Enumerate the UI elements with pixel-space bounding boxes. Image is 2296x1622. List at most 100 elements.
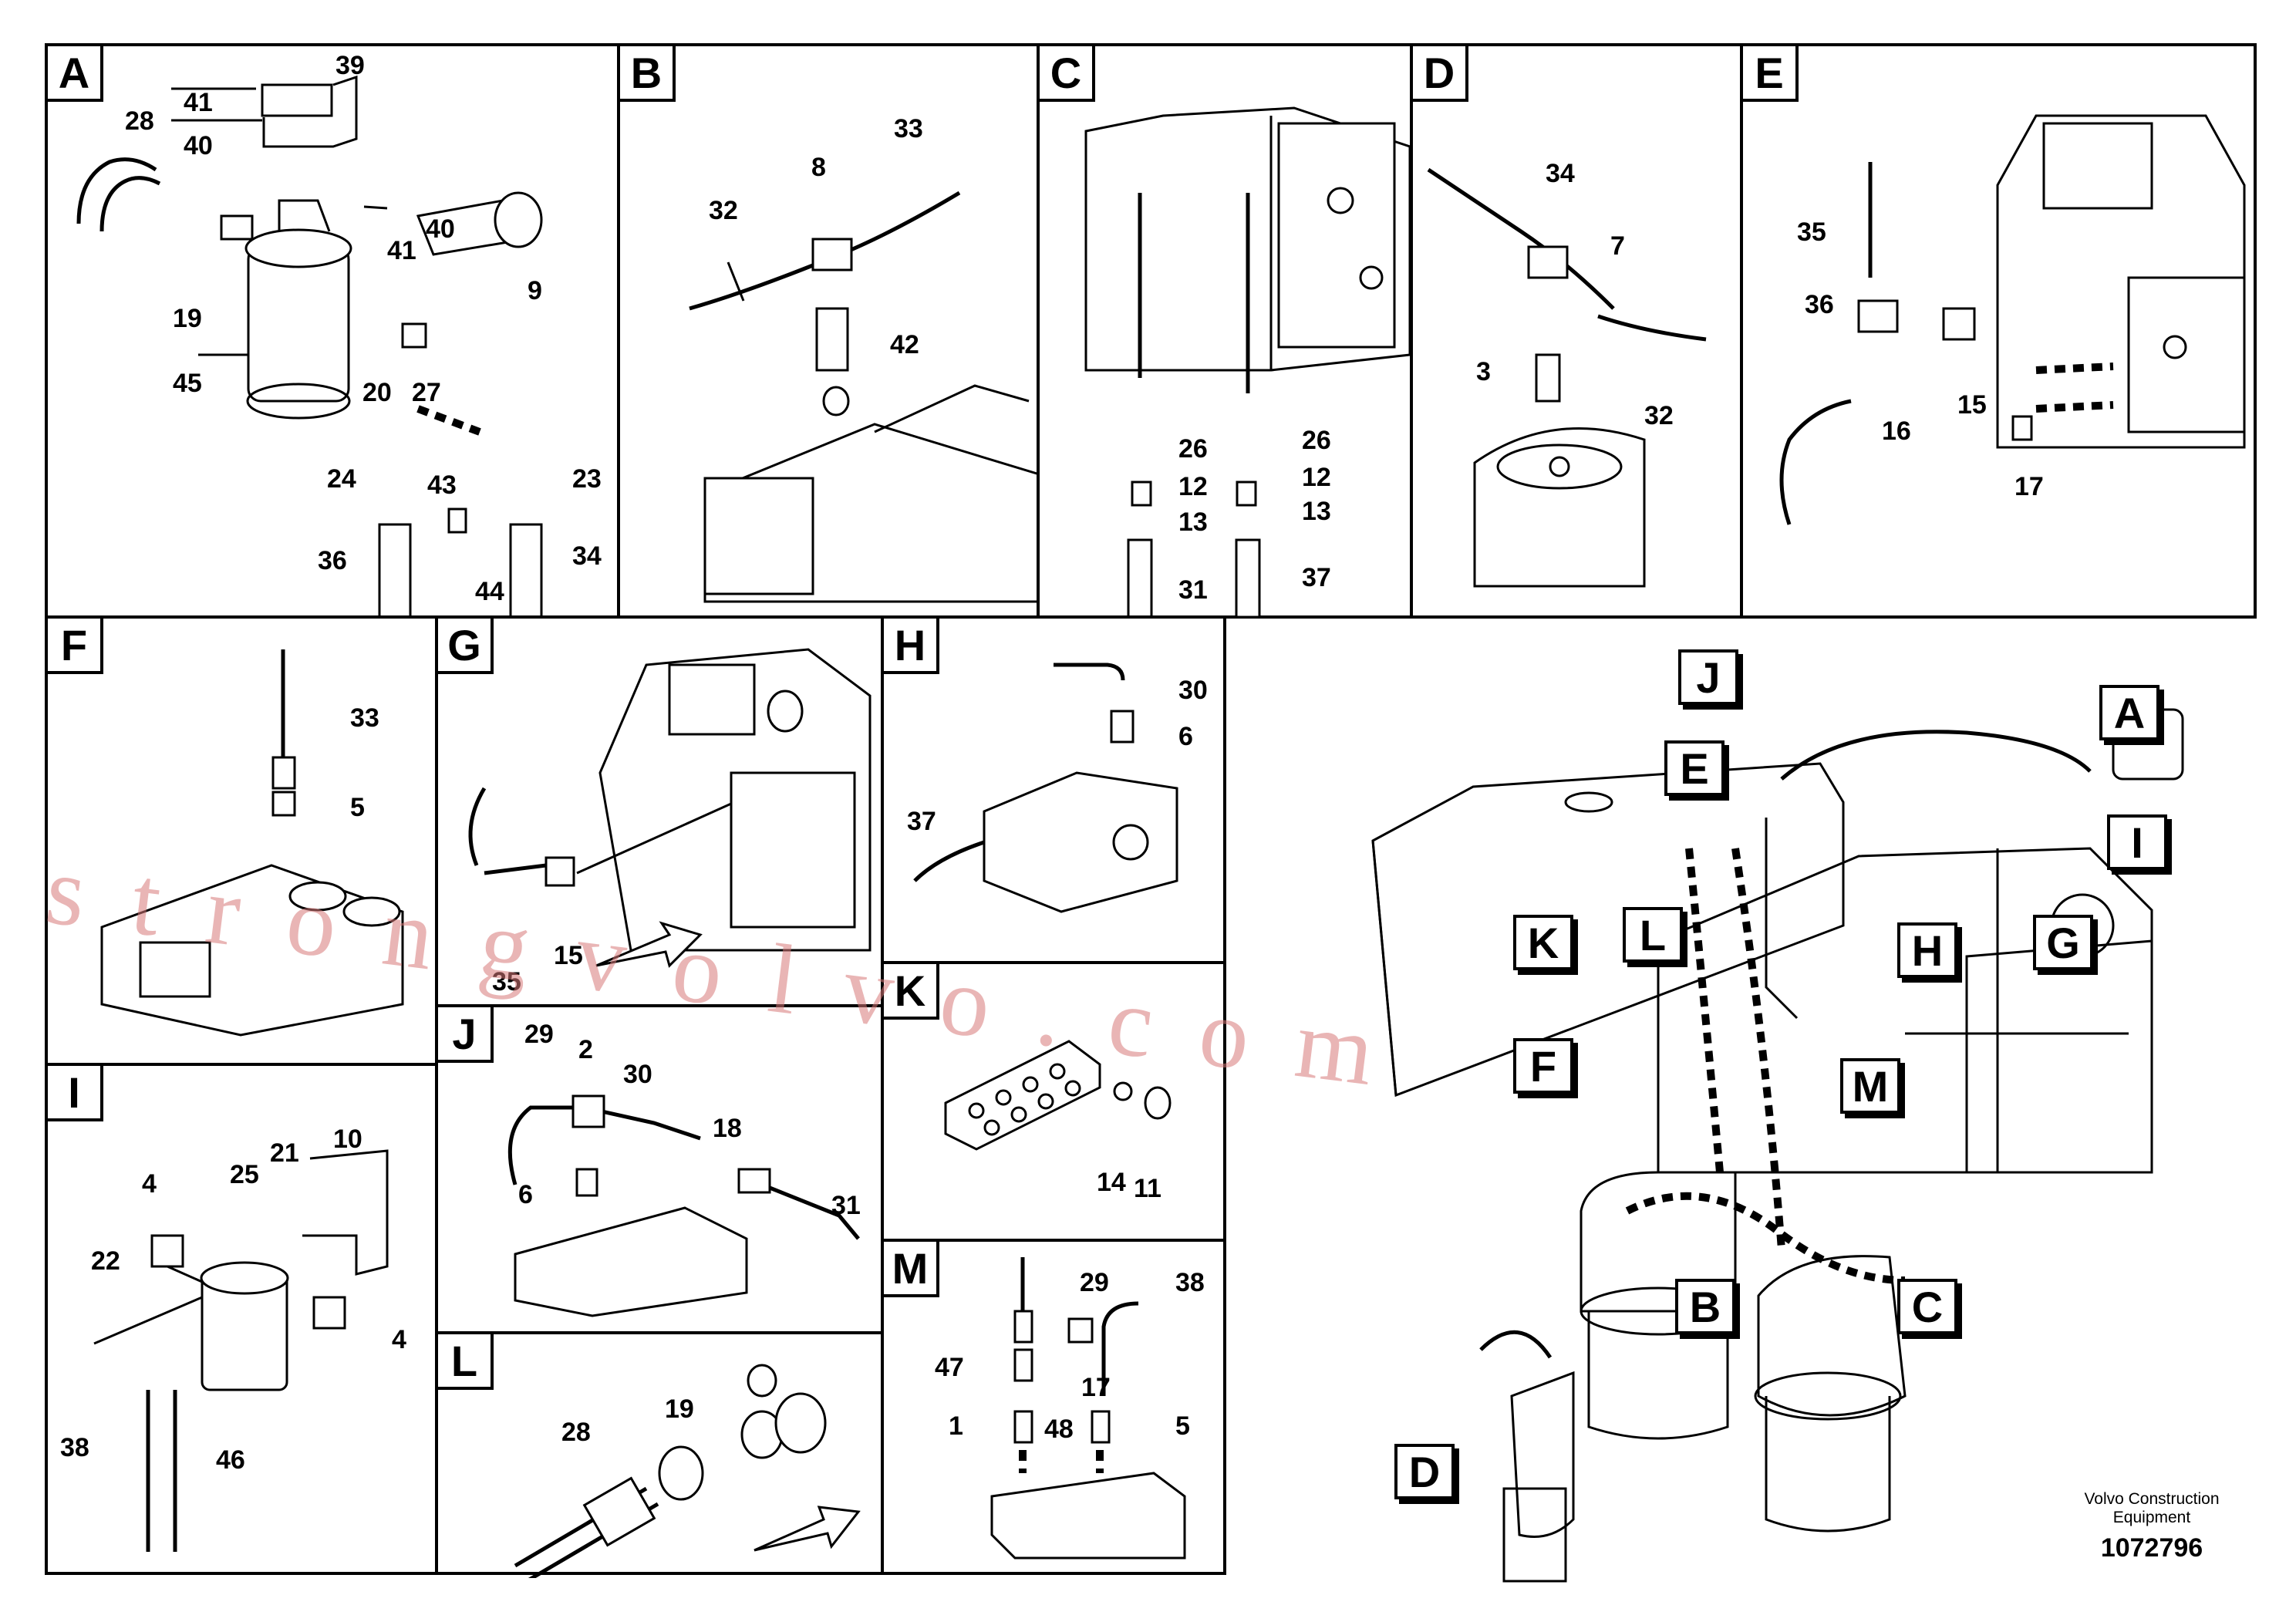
key-m[interactable]: M [1840, 1058, 1900, 1114]
key-l[interactable]: L [1623, 907, 1683, 963]
panel-g: G 15 35 [435, 615, 884, 1007]
callout-c-37: 37 [1302, 563, 1331, 592]
panel-f-drawing [100, 649, 404, 1037]
callout-c-31: 31 [1178, 575, 1208, 605]
callout-i-38: 38 [60, 1433, 89, 1462]
panel-label-i: I [48, 1066, 103, 1121]
callout-a-34: 34 [572, 541, 602, 571]
callout-k-11: 11 [1134, 1174, 1161, 1203]
panel-l: L 28 19 [435, 1331, 884, 1578]
callout-i-46: 46 [216, 1445, 245, 1475]
callout-c-26b: 26 [1302, 426, 1331, 455]
callout-g-15: 15 [554, 941, 583, 970]
callout-m-29: 29 [1080, 1268, 1109, 1297]
panel-d: D 34 7 3 32 [1410, 43, 1743, 619]
callout-b-42: 42 [890, 330, 919, 359]
key-f[interactable]: F [1513, 1038, 1573, 1094]
callout-m-1: 1 [949, 1411, 963, 1441]
panel-h: H 30 6 37 [881, 615, 1226, 964]
callout-a-39: 39 [335, 51, 365, 80]
footer-company: Volvo Construction Equipment [2052, 1490, 2252, 1527]
key-h[interactable]: H [1897, 922, 1957, 978]
callout-b-33: 33 [894, 114, 923, 143]
overview-drawing [1371, 708, 2184, 1583]
callout-d-32: 32 [1644, 401, 1674, 430]
panel-label-g: G [438, 619, 494, 674]
key-j[interactable]: J [1678, 649, 1738, 705]
callout-e-35: 35 [1797, 218, 1826, 247]
key-k[interactable]: K [1513, 915, 1573, 970]
panel-h-drawing [913, 663, 1178, 913]
panel-g-drawing [468, 648, 872, 968]
key-e[interactable]: E [1664, 740, 1725, 796]
callout-c-12a: 12 [1178, 472, 1208, 501]
key-a[interactable]: A [2099, 685, 2159, 740]
panel-i: I 10 25 21 4 22 4 38 46 [45, 1063, 438, 1575]
callout-i-4a: 4 [142, 1169, 157, 1199]
panel-f: F 33 5 [45, 615, 438, 1066]
key-d[interactable]: D [1394, 1444, 1455, 1499]
callout-m-48: 48 [1044, 1415, 1074, 1444]
callout-h-6: 6 [1178, 722, 1193, 751]
panel-i-drawing [93, 1149, 389, 1552]
panel-j: J 29 2 30 6 18 31 [435, 1004, 884, 1334]
callout-j-18: 18 [713, 1114, 742, 1143]
panel-label-j: J [438, 1007, 494, 1063]
callout-a-43: 43 [427, 470, 457, 500]
callout-c-13a: 13 [1178, 508, 1208, 537]
panel-label-l: L [438, 1334, 494, 1390]
panel-a-drawing [76, 75, 543, 619]
callout-a-40b: 40 [426, 214, 455, 244]
callout-a-24: 24 [327, 464, 356, 494]
panel-label-m: M [884, 1242, 939, 1297]
callout-c-13b: 13 [1302, 497, 1331, 526]
panel-k-drawing [944, 1040, 1172, 1151]
callout-i-22: 22 [91, 1246, 120, 1276]
callout-a-28: 28 [125, 106, 154, 136]
callout-m-5: 5 [1175, 1411, 1190, 1441]
panel-b: B 33 32 8 42 [617, 43, 1043, 619]
callout-a-19: 19 [173, 304, 202, 333]
key-b[interactable]: B [1675, 1279, 1735, 1334]
callout-m-47: 47 [935, 1353, 964, 1382]
callout-h-37: 37 [907, 807, 936, 836]
panel-m-drawing [990, 1257, 1186, 1560]
panel-d-drawing [1427, 167, 1707, 588]
callout-c-26a: 26 [1178, 434, 1208, 464]
panel-j-drawing [507, 1094, 860, 1317]
panel-a: A 41 39 40 28 40 41 19 [45, 43, 620, 619]
key-c[interactable]: C [1897, 1279, 1957, 1334]
callout-l-19: 19 [665, 1394, 694, 1424]
callout-m-17: 17 [1081, 1373, 1111, 1402]
callout-d-3: 3 [1476, 357, 1491, 386]
callout-l-28: 28 [561, 1418, 591, 1447]
callout-a-20: 20 [362, 378, 392, 407]
callout-e-15: 15 [1957, 390, 1987, 420]
callout-i-10: 10 [333, 1125, 362, 1154]
key-i[interactable]: I [2107, 814, 2167, 870]
callout-g-35: 35 [492, 967, 521, 996]
panel-m: M 29 38 47 17 1 48 5 [881, 1239, 1226, 1575]
callout-m-38: 38 [1175, 1268, 1205, 1297]
callout-a-41b: 41 [387, 236, 416, 265]
callout-b-8: 8 [811, 153, 826, 182]
callout-e-16: 16 [1882, 416, 1911, 446]
callout-h-30: 30 [1178, 676, 1208, 705]
callout-j-30: 30 [623, 1060, 652, 1089]
panel-k: K 14 11 [881, 961, 1226, 1242]
callout-a-27: 27 [412, 378, 441, 407]
callout-a-45: 45 [173, 369, 202, 398]
callout-e-36: 36 [1805, 290, 1834, 319]
callout-i-25: 25 [230, 1160, 259, 1189]
key-g[interactable]: G [2033, 915, 2093, 970]
panel-label-d: D [1413, 46, 1468, 102]
callout-j-6: 6 [518, 1180, 533, 1209]
panel-e: E 35 36 15 16 17 [1740, 43, 2257, 619]
panel-label-b: B [620, 46, 676, 102]
callout-e-17: 17 [2014, 472, 2044, 501]
callout-f-33: 33 [350, 703, 379, 733]
panel-c-drawing [1084, 106, 1411, 619]
callout-j-2: 2 [578, 1035, 593, 1064]
callout-d-34: 34 [1546, 159, 1575, 188]
